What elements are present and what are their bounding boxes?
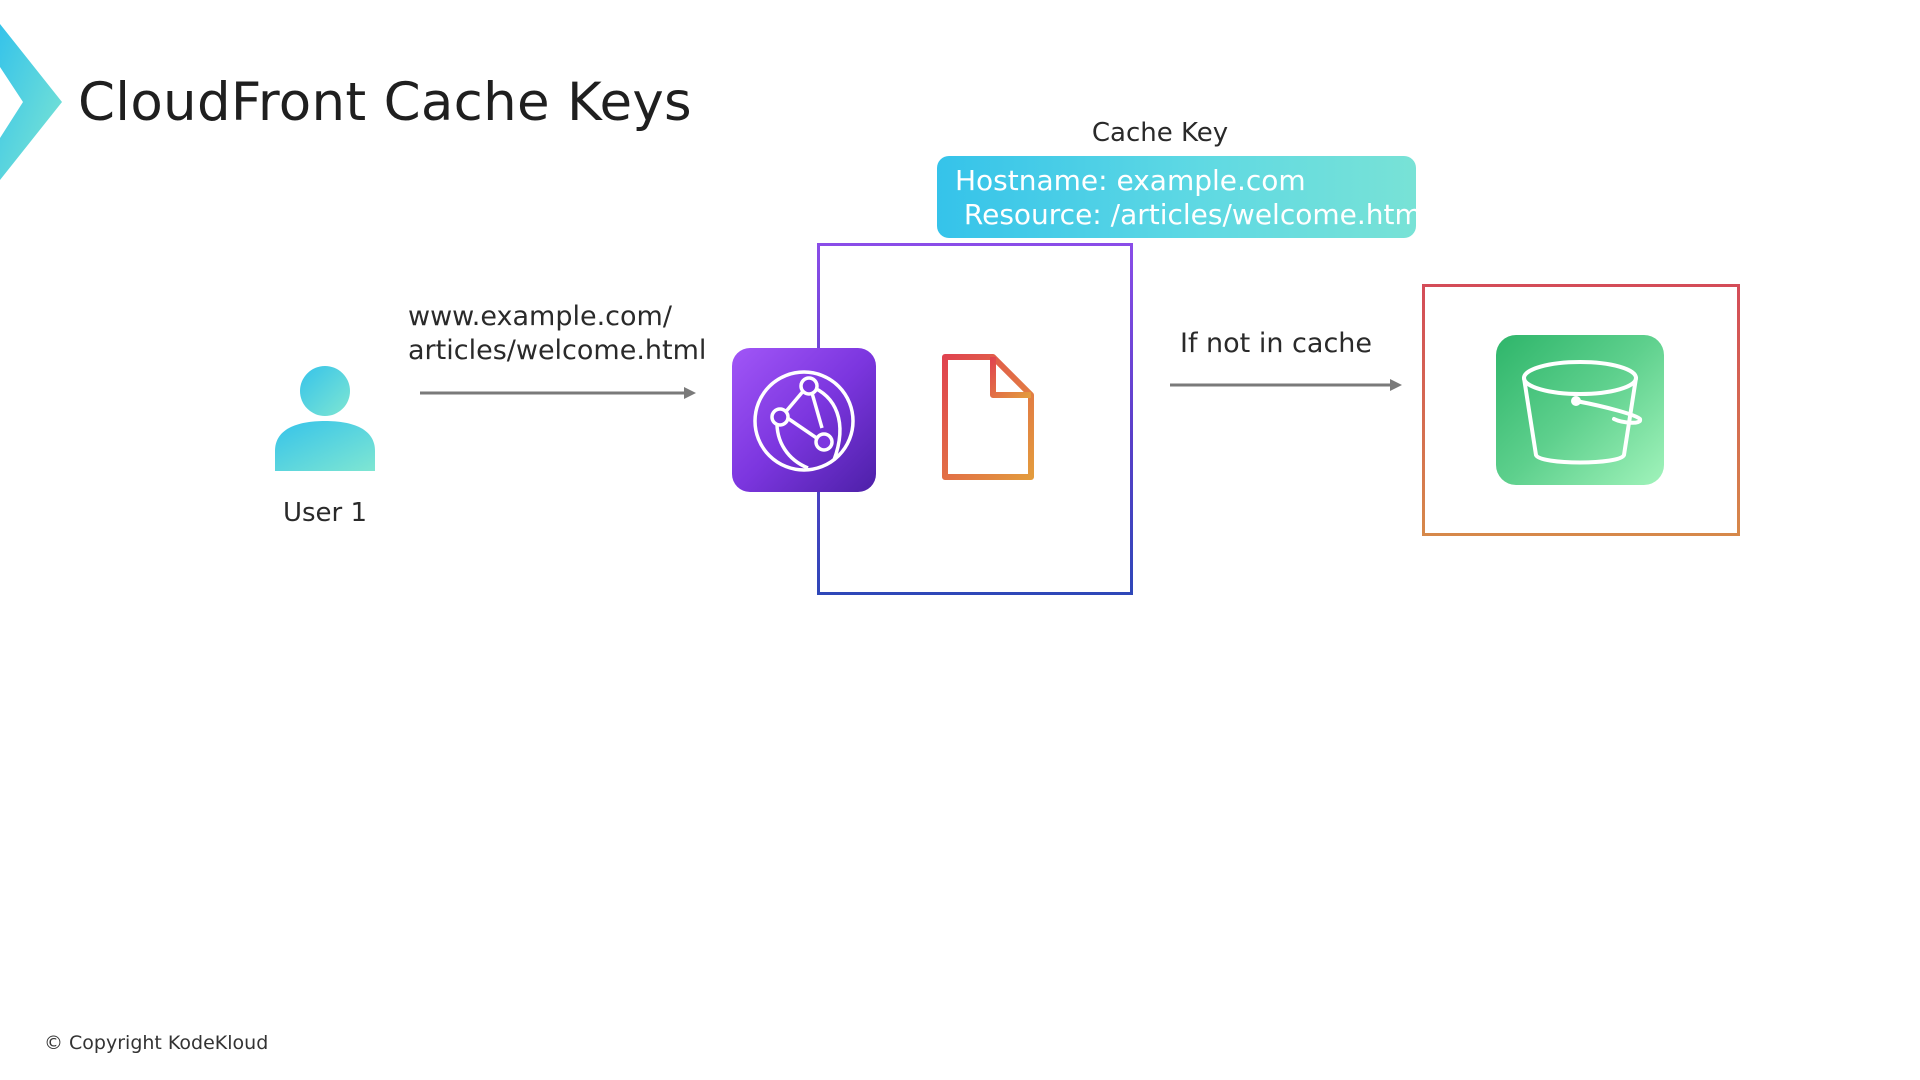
cache-miss-label: If not in cache bbox=[1180, 328, 1373, 359]
origin-request-arrow bbox=[1170, 379, 1402, 391]
cache-key-box: Hostname: example.com Resource: /article… bbox=[937, 156, 1430, 238]
copyright-text: © Copyright KodeKloud bbox=[44, 1032, 269, 1054]
file-icon bbox=[942, 354, 1034, 480]
cloudfront-icon bbox=[732, 348, 876, 492]
s3-bucket-icon bbox=[1496, 335, 1664, 485]
slide-title: CloudFront Cache Keys bbox=[78, 72, 692, 133]
user-icon bbox=[275, 366, 375, 471]
cache-key-label: Cache Key bbox=[1091, 118, 1229, 148]
brand-chevron-logo bbox=[0, 24, 62, 180]
request-url-label: www.example.com/ articles/welcome.html bbox=[408, 301, 707, 366]
request-arrow bbox=[420, 387, 696, 399]
user-label: User 1 bbox=[282, 498, 368, 528]
